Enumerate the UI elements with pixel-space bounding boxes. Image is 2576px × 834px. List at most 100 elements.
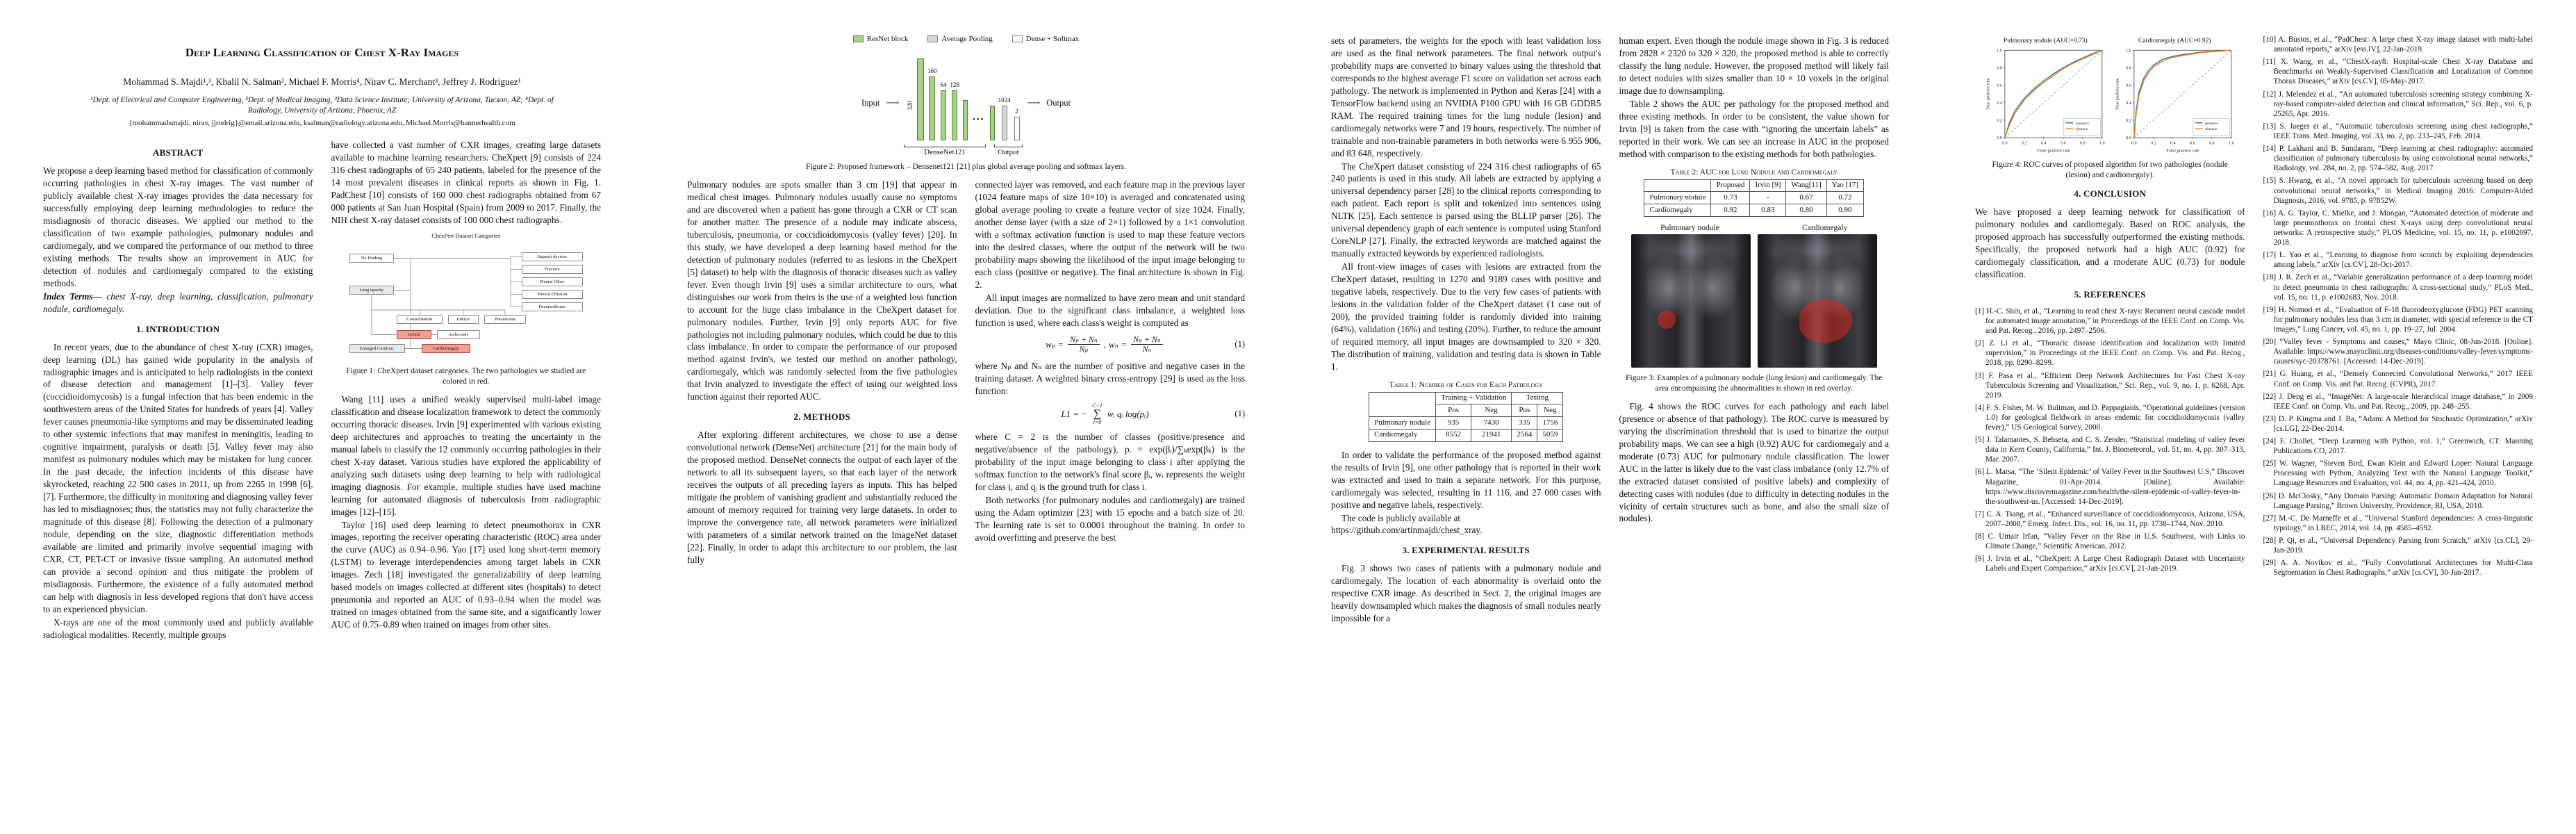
table1-row-label: Cardiomegaly <box>1369 428 1437 442</box>
resnet-bar: 64 <box>941 81 947 140</box>
nodule-overlay <box>1657 310 1676 329</box>
reference-item: [13] S. Jaeger et al., “Automatic tuberc… <box>2263 122 2534 140</box>
reference-item: [28] P. Qi, et al., “Universal Dependenc… <box>2263 537 2534 555</box>
figure1-node-pneumonia: Pneumonia <box>484 314 526 324</box>
reference-item: [4] F. S. Fisher, M. W. Bultman, and D. … <box>1975 403 2245 432</box>
svg-text:0.8: 0.8 <box>2209 142 2214 146</box>
table1-group-training: Training + Validation <box>1435 391 1512 405</box>
table-cell: - <box>1749 191 1787 205</box>
page3-columns: sets of parameters, the weights for the … <box>1331 35 1889 625</box>
cardiomegaly-overlay <box>1799 299 1852 343</box>
svg-text:1.0: 1.0 <box>2099 142 2104 146</box>
resnet-bar: 160 <box>927 67 937 140</box>
svg-text:1.0: 1.0 <box>2229 142 2234 146</box>
table1-row-label: Pulmonary nodule <box>1369 416 1437 430</box>
figure-3-xray-examples: Pulmonary nodule Cardiomegaly Figure 3: … <box>1619 224 1890 393</box>
svg-text:0.0: 0.0 <box>1997 136 2002 140</box>
results-heading: 3. EXPERIMENTAL RESULTS <box>1402 545 1530 556</box>
table2-header: Irvin [9] <box>1749 179 1787 193</box>
figure1-node-atelectasis: Atelectasis <box>436 329 480 339</box>
svg-text:0.2: 0.2 <box>1997 119 2002 123</box>
figure1-caption: Figure 1: CheXpert dataset categories. T… <box>346 366 586 386</box>
reference-item: [9] J. Irvin et al., “CheXpert: A Large … <box>1975 555 2245 573</box>
page1-column-right: have collected a vast number of CXR imag… <box>331 139 602 631</box>
code-availability-text: The code is publicly available at <box>1341 512 1461 523</box>
table1-subheader: Neg <box>1537 404 1564 418</box>
reference-item: [11] X. Wang, et al., “ChestX-ray8: Hosp… <box>2263 58 2534 86</box>
ellipsis-icon: ••• <box>973 115 985 124</box>
table1-corner-cell <box>1369 391 1437 418</box>
reference-item: [21] G. Huang, et al., “Densely Connecte… <box>2263 370 2534 389</box>
figure1-node-consolidation: Consolidation <box>396 314 443 324</box>
table2-header: Wang[11] <box>1785 179 1827 193</box>
reference-item: [26] D. McClosky, “Any Domain Parsing: A… <box>2263 491 2534 510</box>
code-repository-link[interactable]: https://github.com/artinmajdi/chest_xray… <box>1331 525 1483 536</box>
pooling-bar: 1024 <box>998 97 1011 140</box>
table-cell: 0.72 <box>1826 191 1865 205</box>
resnet-block-swatch-icon <box>852 35 864 42</box>
figure2-legend: ResNet block Average Pooling Dense + Sof… <box>693 35 1239 43</box>
table-cell: 935 <box>1435 416 1471 430</box>
references-column-2: [10] A. Bustos, et al., “PadChest: A lar… <box>2263 35 2534 578</box>
eq1-separator: , <box>1103 338 1107 350</box>
table-cell: 0.73 <box>1710 191 1751 205</box>
figure3-caption: Figure 3: Examples of a pulmonary nodule… <box>1626 373 1883 393</box>
table-cell: 0.90 <box>1826 204 1865 217</box>
figure3-labels: Pulmonary nodule Cardiomegaly <box>1619 224 1890 232</box>
reference-item: [8] C. Umair Irfan, “Valley Fever on the… <box>1975 532 2245 551</box>
page3-paragraph-5: Fig. 3 shows two cases of patients with … <box>1331 563 1601 624</box>
resnet-block-bar <box>929 76 936 140</box>
table1-subheader: Neg <box>1470 404 1512 418</box>
reference-item: [25] W. Wagner, “Steven Bird, Ewan Klein… <box>2263 459 2534 488</box>
figure2-dim-64: 64 <box>940 81 947 88</box>
page2-column-right: connected layer was removed, and each fe… <box>975 179 1246 543</box>
svg-text:0.0: 0.0 <box>2131 142 2136 146</box>
reference-item: [6] L. Marsa, “The ‘Silent Epidemic’ of … <box>1975 468 2245 506</box>
intro-paragraph-1: In recent years, due to the abundance of… <box>43 341 313 614</box>
resnet-bar <box>917 49 925 140</box>
intro-paragraph-3: have collected a vast number of CXR imag… <box>331 140 602 225</box>
svg-text:0.8: 0.8 <box>1997 67 2002 71</box>
densenet-brace: DenseNet121 <box>904 145 986 156</box>
xray-image-nodule <box>1630 234 1751 368</box>
legend-dense-softmax: Dense + Softmax <box>1012 35 1079 43</box>
table-row: Cardiomegaly 0.92 0.83 0.80 0.90 <box>1644 204 1865 217</box>
reference-item: [23] D. P. Kingma and J. Ba, “Adam: A Me… <box>2263 414 2534 433</box>
svg-text:presence: presence <box>2205 122 2219 126</box>
figure1-canvas: No Finding Lung opacity Enlarged Cardiom… <box>344 241 588 361</box>
figure3-label-nodule: Pulmonary nodule <box>1660 223 1719 232</box>
svg-text:0.2: 0.2 <box>2127 119 2131 123</box>
svg-text:0.4: 0.4 <box>2170 142 2175 146</box>
average-pooling-bar <box>1001 106 1007 140</box>
page2-paragraph-6: where C = 2 is the number of classes (po… <box>975 431 1246 492</box>
figure3-label-cardiomegaly: Cardiomegaly <box>1802 223 1848 232</box>
reference-item: [24] F. Chollet, “Deep Learning with Pyt… <box>2263 437 2534 456</box>
code-availability: The code is publicly available at https:… <box>1331 512 1601 537</box>
svg-text:0.8: 0.8 <box>2127 67 2131 71</box>
page4-column-right: [10] A. Bustos, et al., “PadChest: A lar… <box>2263 35 2534 580</box>
table-1-case-counts: Training + Validation Testing Pos Neg Po… <box>1369 391 1564 442</box>
reference-item: [10] A. Bustos, et al., “PadChest: A lar… <box>2263 35 2534 54</box>
svg-text:1.0: 1.0 <box>2127 49 2131 53</box>
paper-title: Deep Learning Classification of Chest X-… <box>185 46 459 59</box>
figure1-node-lesion: Lesion <box>396 329 431 339</box>
eq1-lhs1: wₚ = <box>1046 338 1064 350</box>
table1-caption: Table 1: Number of Cases for Each Pathol… <box>1389 379 1543 389</box>
resnet-block-bar <box>952 90 958 140</box>
page2-paragraph-5: where Nₚ and Nₙ are the number of positi… <box>975 361 1246 396</box>
roc-plot-cardiomegaly-title: Cardiomegaly (AUC=0.92) <box>2138 38 2211 44</box>
figure1-node-enlarged-cardiom: Enlarged Cardiom. <box>349 343 405 353</box>
reference-item: [19] H. Nomori et al., “Evaluation of F-… <box>2263 305 2534 334</box>
page3-paragraph-8: Fig. 4 shows the ROC curves for each pat… <box>1619 400 1890 524</box>
reference-item: [12] J. Melendez et al., “An automated t… <box>2263 90 2534 118</box>
